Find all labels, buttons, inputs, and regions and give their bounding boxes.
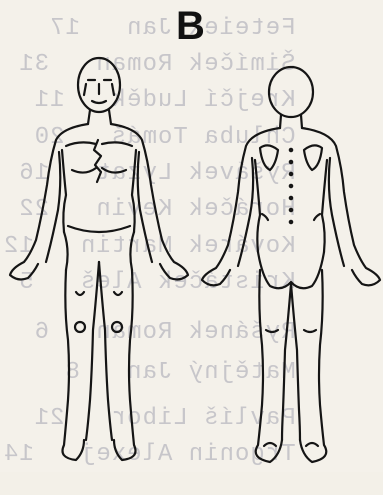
back-right-scapula [304, 145, 322, 170]
scanned-page: Feteiek Jan 17 Šimíček Roman 31 Krejčí L… [0, 0, 383, 472]
back-head [269, 67, 313, 117]
body-outline-figures [0, 0, 383, 472]
back-spine [290, 149, 292, 223]
front-body-figure [10, 58, 188, 460]
back-left-scapula [260, 145, 278, 170]
panel-label: B [176, 6, 205, 46]
front-left-knee [75, 322, 85, 332]
back-body-figure [202, 67, 380, 462]
front-right-knee [112, 322, 122, 332]
